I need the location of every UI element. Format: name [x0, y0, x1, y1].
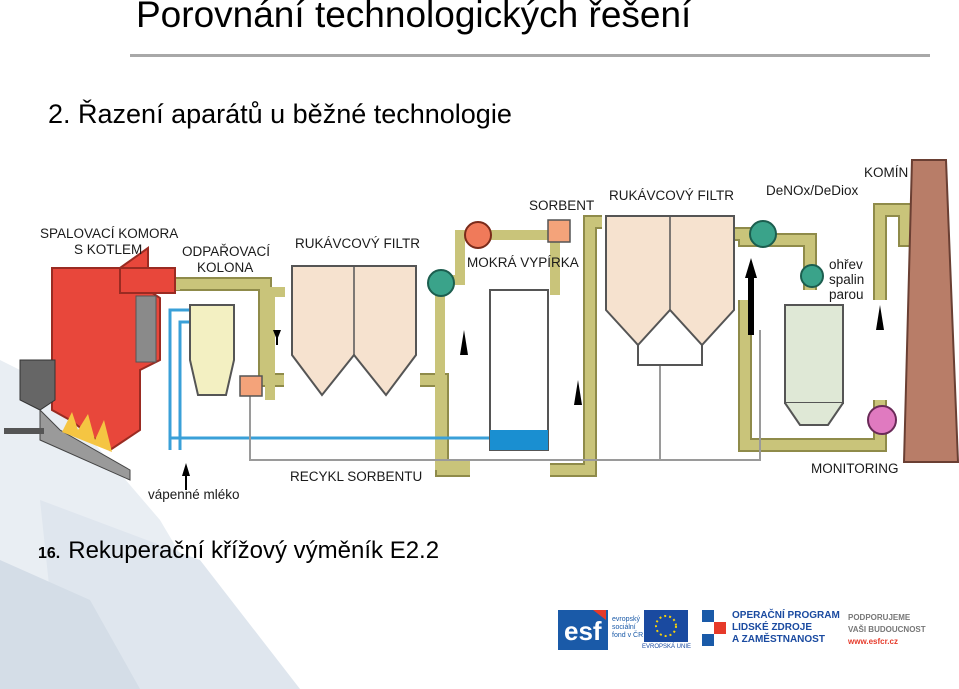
label-chimney: KOMÍN: [864, 165, 909, 180]
esf-logo: esf: [558, 610, 608, 650]
label-spray-dryer-1: ODPAŘOVACÍ: [182, 244, 271, 259]
slide-number: 16.: [38, 545, 61, 562]
esf-text-3: fond v ČR: [612, 632, 644, 639]
label-lime-milk: vápenné mléko: [148, 487, 240, 502]
title-divider: [130, 54, 930, 57]
label-denox: DeNOx/DeDiox: [766, 183, 859, 198]
bag-filter-1: [291, 265, 417, 397]
op-text: OPERAČNÍ PROGRAM LIDSKÉ ZDROJE A ZAMĚSTN…: [732, 610, 840, 646]
sorbent-doser: [547, 219, 571, 243]
esf-text: evropský sociální fond v ČR: [612, 616, 643, 640]
label-heating-2: spalin: [829, 272, 865, 287]
esf-text-1: evropský: [612, 616, 641, 623]
slide-footer: 16. Rekuperační křížový výměník E2.2: [38, 537, 439, 565]
spray-dryer: [189, 304, 263, 397]
label-furnace-1: SPALOVACÍ KOMORA: [40, 226, 179, 241]
page-subtitle: 2. Řazení aparátů u běžné technologie: [48, 99, 512, 129]
label-spray-dryer-2: KOLONA: [197, 260, 254, 275]
op-text-3: A ZAMĚSTNANOST: [732, 634, 825, 645]
label-monitoring: MONITORING: [811, 461, 899, 476]
label-sorbent: SORBENT: [529, 198, 595, 213]
pump: [464, 221, 492, 249]
process-diagram: [4, 159, 959, 490]
support-text-1: PODPORUJEME: [848, 613, 911, 622]
support-url: www.esfcr.cz: [848, 637, 898, 646]
page-title: Porovnání technologických řešení: [136, 0, 692, 35]
label-bag-filter-2: RUKÁVCOVÝ FILTR: [609, 188, 735, 203]
water-lines: [168, 308, 520, 450]
op-text-2: LIDSKÉ ZDROJE: [732, 622, 813, 633]
recycle-lines: [249, 330, 761, 461]
furnace: [4, 246, 176, 481]
op-logo: [702, 610, 726, 646]
chimney-stack: [902, 159, 959, 463]
eu-flag-logo: [644, 610, 688, 642]
footer-text: Rekuperační křížový výměník E2.2: [68, 537, 440, 564]
svg-text:esf: esf: [564, 616, 602, 646]
heat-exchanger-1: [427, 269, 455, 297]
label-wet-scrubber: MOKRÁ VYPÍRKA: [467, 255, 579, 270]
label-sorbent-recycle: RECYKL SORBENTU: [290, 469, 423, 484]
support-text: PODPORUJEME VAŠI BUDOUCNOST www.esfcr.cz: [848, 612, 926, 648]
flow-arrows: [182, 258, 884, 490]
label-furnace-2: S KOTLEM: [74, 242, 143, 257]
flue-duct-2: [265, 287, 285, 400]
logo-bar: esf evropský sociální fond v ČR EVROPSKÁ…: [558, 606, 948, 654]
label-bag-filter-1: RUKÁVCOVÝ FILTR: [295, 236, 421, 251]
heat-exchanger-2: [749, 220, 777, 248]
monitoring-sensor: [867, 405, 897, 435]
steam-heater: [800, 264, 824, 288]
op-text-1: OPERAČNÍ PROGRAM: [732, 610, 840, 621]
eu-text: EVROPSKÁ UNIE: [642, 644, 692, 650]
label-heating-1: ohřev: [829, 257, 863, 272]
denox-reactor: [784, 304, 844, 426]
label-heating-3: parou: [829, 287, 864, 302]
wet-scrubber: [489, 289, 549, 451]
esf-text-2: sociální: [612, 624, 636, 631]
bag-filter-2: [605, 215, 735, 366]
support-text-2: VAŠI BUDOUCNOST: [848, 625, 926, 634]
